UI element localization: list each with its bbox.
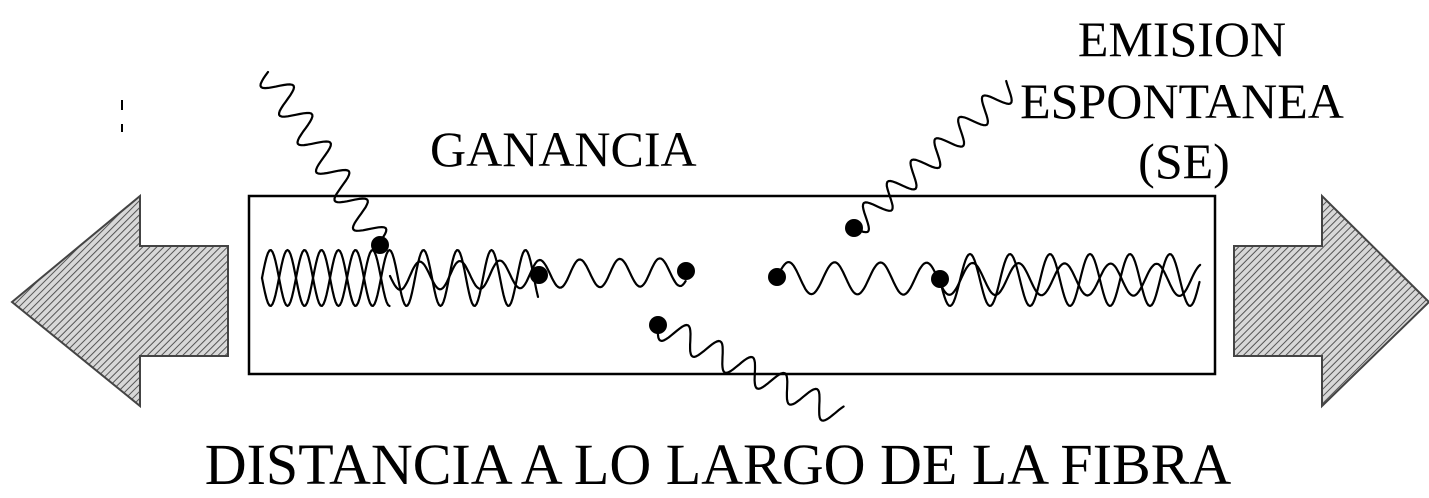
se-label-line1: EMISION [1078,11,1286,67]
ion-dot [371,236,389,254]
ion-dot [649,316,667,334]
ion-dot [530,266,548,284]
ion-group [371,219,949,334]
signal-wave-right [775,261,1202,297]
se-photon-wave [259,70,388,248]
se-label-line3: (SE) [1138,133,1230,189]
signal-wave-left [260,248,391,308]
gain-label: GANANCIA [430,121,697,177]
se-label-line2: ESPONTANEA [1020,73,1344,129]
ion-dot [931,270,949,288]
se-photon-wave [852,79,1013,234]
fiber-box [247,194,1217,376]
right-output-arrow [1233,193,1429,409]
signal-wave-left-small [388,257,687,291]
se-photon-wave [656,323,845,422]
signal-wave-left [260,248,540,308]
signal-wave-right [938,252,1201,308]
distance-axis-label: DISTANCIA A LO LARGO DE LA FIBRA [205,432,1232,497]
ion-dot [845,219,863,237]
left-output-arrow [10,193,229,409]
ion-dot [677,262,695,280]
wave-group [259,70,1202,422]
ion-dot [768,268,786,286]
